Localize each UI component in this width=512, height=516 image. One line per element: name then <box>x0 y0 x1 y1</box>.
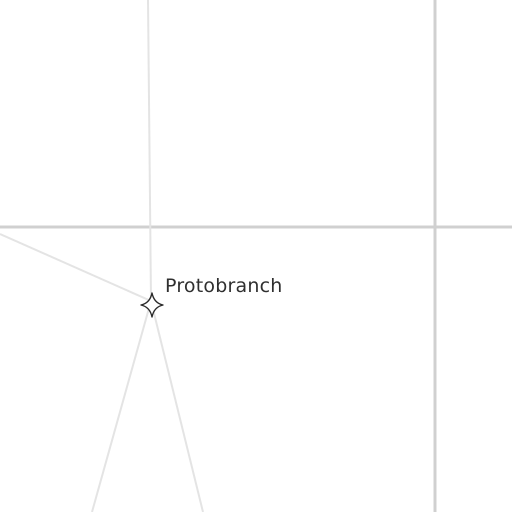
place-label[interactable]: Protobranch <box>165 275 283 297</box>
minor-road-north <box>147 0 152 302</box>
minor-road-west <box>0 233 152 302</box>
minor-road-southwest <box>91 300 152 513</box>
minor-road-southeast <box>150 300 204 513</box>
four-point-star-icon[interactable] <box>140 292 164 318</box>
